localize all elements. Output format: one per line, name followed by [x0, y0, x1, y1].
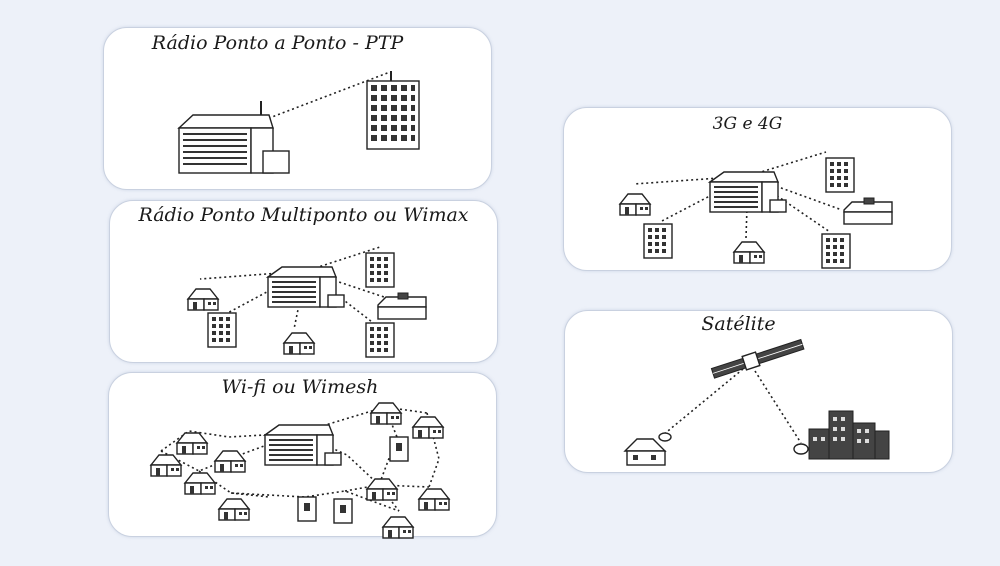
mobile-low-building: [843, 197, 893, 225]
wifi-house: [382, 516, 414, 539]
satellite-house: [623, 432, 672, 466]
wifi-house: [184, 472, 216, 495]
wimax-tower: [365, 252, 395, 288]
ptp-building-left: [177, 101, 290, 174]
mobile-tower: [825, 157, 855, 193]
mobile-house: [733, 241, 765, 264]
wifi-house: [218, 498, 250, 521]
wimax-low-building: [377, 292, 427, 320]
mobile-tower: [821, 233, 851, 269]
card-mobile: 3G e 4G: [563, 107, 952, 271]
wimax-hub-building: [267, 266, 345, 308]
ptp-diagram: [177, 71, 420, 174]
wifi-house: [150, 454, 182, 477]
card-title-mobile: 3G e 4G: [712, 114, 783, 134]
wimax-tower: [365, 322, 395, 358]
card-title-wimax: Rádio Ponto Multiponto ou Wimax: [138, 204, 469, 226]
ptp-tower-right: [366, 71, 420, 150]
satellite-icon: [710, 338, 805, 379]
card-title-satellite: Satélite: [701, 313, 776, 335]
mobile-house: [619, 193, 651, 216]
wifi-house: [418, 488, 450, 511]
card-wifi: Wi-fi ou Wimesh: [108, 372, 497, 539]
wifi-small-building: [389, 436, 409, 462]
satellite-city: [793, 410, 890, 460]
card-wimax: Rádio Ponto Multiponto ou Wimax: [109, 200, 498, 363]
card-ptp: Rádio Ponto a Ponto - PTP: [103, 27, 492, 190]
wimax-diagram: [187, 246, 427, 358]
wifi-small-building: [333, 498, 353, 524]
wifi-house: [214, 450, 246, 473]
wifi-house: [370, 402, 402, 425]
card-title-ptp: Rádio Ponto a Ponto - PTP: [151, 32, 404, 54]
satellite-diagram: [623, 338, 890, 466]
wimax-house: [283, 332, 315, 355]
mobile-tower: [643, 223, 673, 259]
wimax-house: [187, 288, 219, 311]
wimax-tower: [207, 312, 237, 348]
wifi-hub-building: [264, 424, 342, 466]
card-title-wifi: Wi-fi ou Wimesh: [221, 376, 379, 398]
mobile-diagram: [619, 151, 893, 269]
wifi-house: [412, 416, 444, 439]
wifi-diagram: [150, 402, 450, 539]
mobile-hub-building: [709, 171, 787, 213]
wifi-small-building: [297, 496, 317, 522]
card-satellite: Satélite: [564, 310, 953, 473]
wifi-house: [366, 478, 398, 501]
